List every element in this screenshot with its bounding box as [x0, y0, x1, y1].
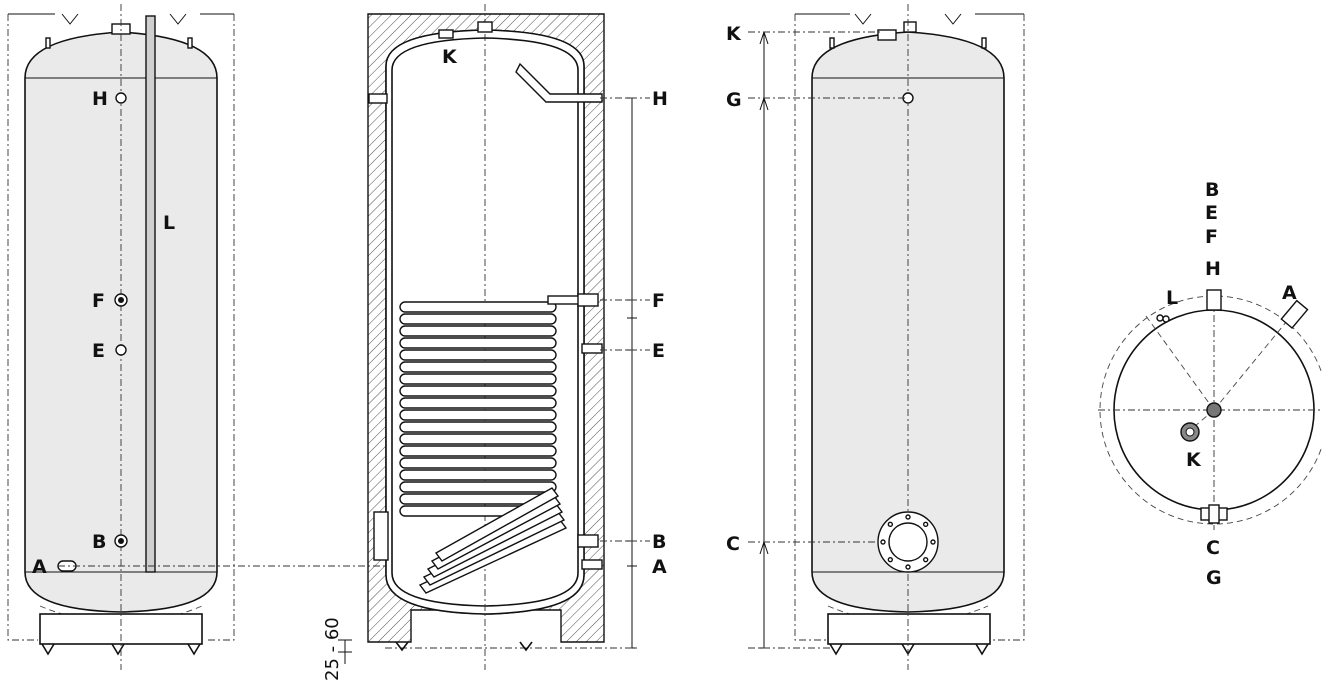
coil-loop [399, 421, 557, 433]
coil-loop [399, 373, 557, 385]
top-label-l: L [1166, 287, 1178, 309]
label-l: L [163, 212, 175, 234]
label-h: H [92, 88, 108, 110]
top-k-fitting-icon [1180, 422, 1200, 442]
flange-bolt [930, 539, 936, 545]
section-label-a: A [652, 556, 667, 578]
top-label-a: A [1282, 282, 1297, 304]
top-label-b: B [1205, 179, 1219, 201]
top-label-e: E [1205, 202, 1218, 224]
label-f: F [92, 290, 105, 312]
coil-loop [399, 361, 557, 373]
coil-lower-loop [434, 487, 560, 562]
flange-bolt [922, 521, 929, 528]
section-view: 25 - 60 K H F E B A [322, 4, 668, 681]
top-label-h: H [1205, 258, 1221, 280]
rear-label-g: G [726, 89, 742, 111]
coil-loop [399, 325, 557, 337]
section-label-b: B [652, 531, 666, 553]
rear-label-c: C [726, 533, 740, 555]
coil-loop [399, 397, 557, 409]
coil-loop [399, 445, 557, 457]
coil-loop [399, 385, 557, 397]
label-b: B [92, 531, 106, 553]
label-e: E [92, 340, 105, 362]
section-label-h: H [652, 88, 668, 110]
coil-loop [399, 469, 557, 481]
label-a: A [32, 556, 47, 578]
rear-view: K G C [726, 4, 1025, 670]
section-label-f: F [652, 290, 665, 312]
side-view: H L F E B A [7, 4, 600, 670]
flange-bolt [887, 521, 894, 528]
flange-bolt [887, 556, 894, 563]
anode-rod [145, 15, 156, 573]
coil-loop [399, 337, 557, 349]
top-view: B E F H L A K C G [1098, 179, 1322, 589]
coil-inlet [547, 295, 581, 305]
section-label-e: E [652, 340, 665, 362]
top-label-g: G [1206, 567, 1222, 589]
section-label-k: K [442, 46, 458, 68]
coil-loop [399, 313, 557, 325]
flange-bolt [905, 514, 911, 520]
coil-loop [399, 457, 557, 469]
connection-e-icon [115, 344, 127, 356]
top-label-k: K [1186, 449, 1202, 471]
flange-bolt [880, 539, 886, 545]
heat-exchanger-coil [399, 295, 581, 594]
flange-bolt [905, 564, 911, 570]
flange-bolt [922, 556, 929, 563]
coil-loop [399, 433, 557, 445]
connection-f-icon [114, 293, 128, 307]
rear-label-k: K [726, 23, 742, 45]
coil-loop [399, 349, 557, 361]
top-label-f: F [1205, 226, 1218, 248]
connection-b-icon [114, 534, 128, 548]
connection-h-icon [115, 92, 127, 104]
coil-loop [399, 301, 557, 313]
coil-loop [399, 409, 557, 421]
inspection-flange-icon [877, 511, 939, 573]
top-label-c: C [1206, 537, 1220, 559]
label-gap: 25 - 60 [322, 617, 343, 681]
coil-loop [399, 481, 557, 493]
